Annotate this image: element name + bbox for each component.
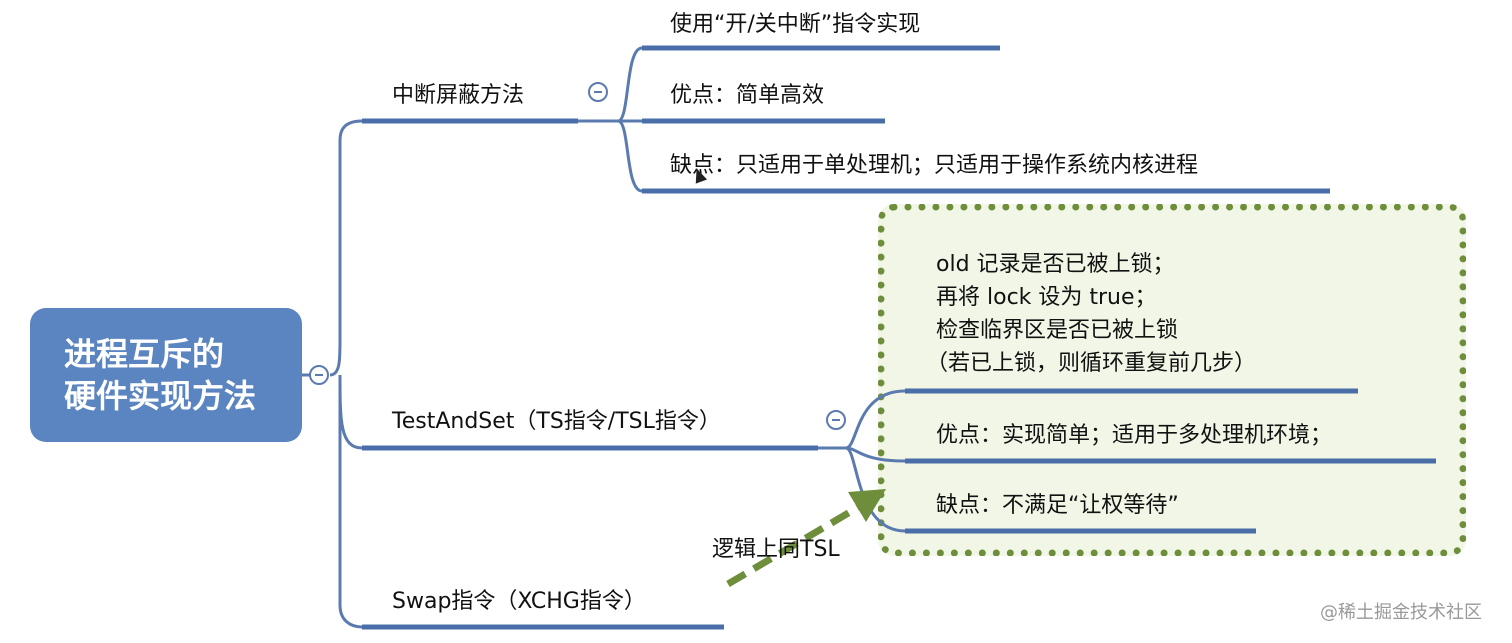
branch2-collapse-icon[interactable] bbox=[826, 410, 846, 430]
branch-interrupt-masking[interactable]: 中断屏蔽方法 bbox=[392, 83, 525, 108]
root-collapse-icon[interactable] bbox=[309, 365, 329, 385]
root-title-line2: 硬件实现方法 bbox=[64, 377, 257, 415]
branch-testandset[interactable]: TestAndSet（TS指令/TSL指令） bbox=[392, 409, 721, 434]
interrupt-pros-node[interactable]: 优点：简单高效 bbox=[670, 83, 825, 108]
tsl-highlight-box bbox=[878, 204, 1466, 556]
same-as-tsl-note: 逻辑上同TSL bbox=[712, 537, 840, 562]
tsl-description-node[interactable]: old 记录是否已被上锁； 再将 lock 设为 true； 检查临界区是否已被… bbox=[920, 248, 1256, 380]
arrow-head-icon bbox=[848, 489, 886, 522]
branch1-collapse-icon[interactable] bbox=[588, 82, 608, 102]
root-node[interactable]: 进程互斥的 硬件实现方法 bbox=[30, 308, 302, 442]
tsl-cons-node[interactable]: 缺点：不满足“让权等待” bbox=[936, 493, 1179, 518]
watermark: @稀土掘金技术社区 bbox=[1320, 602, 1482, 623]
tsl-desc-line3: 检查临界区是否已被上锁 bbox=[936, 318, 1179, 343]
tsl-desc-line4: （若已上锁，则循环重复前几步） bbox=[926, 351, 1257, 376]
root-title-line1: 进程互斥的 bbox=[64, 335, 225, 373]
interrupt-instruction-node[interactable]: 使用“开/关中断”指令实现 bbox=[670, 12, 921, 37]
tsl-desc-line1: old 记录是否已被上锁； bbox=[936, 252, 1175, 277]
branch-swap[interactable]: Swap指令（XCHG指令） bbox=[392, 589, 646, 614]
tsl-desc-line2: 再将 lock 设为 true； bbox=[936, 285, 1157, 310]
interrupt-cons-node[interactable]: 缺点：只适用于单处理机；只适用于操作系统内核进程 bbox=[670, 153, 1199, 178]
tsl-pros-node[interactable]: 优点：实现简单；适用于多处理机环境； bbox=[936, 423, 1333, 448]
same-as-tsl-arrow bbox=[726, 501, 864, 588]
